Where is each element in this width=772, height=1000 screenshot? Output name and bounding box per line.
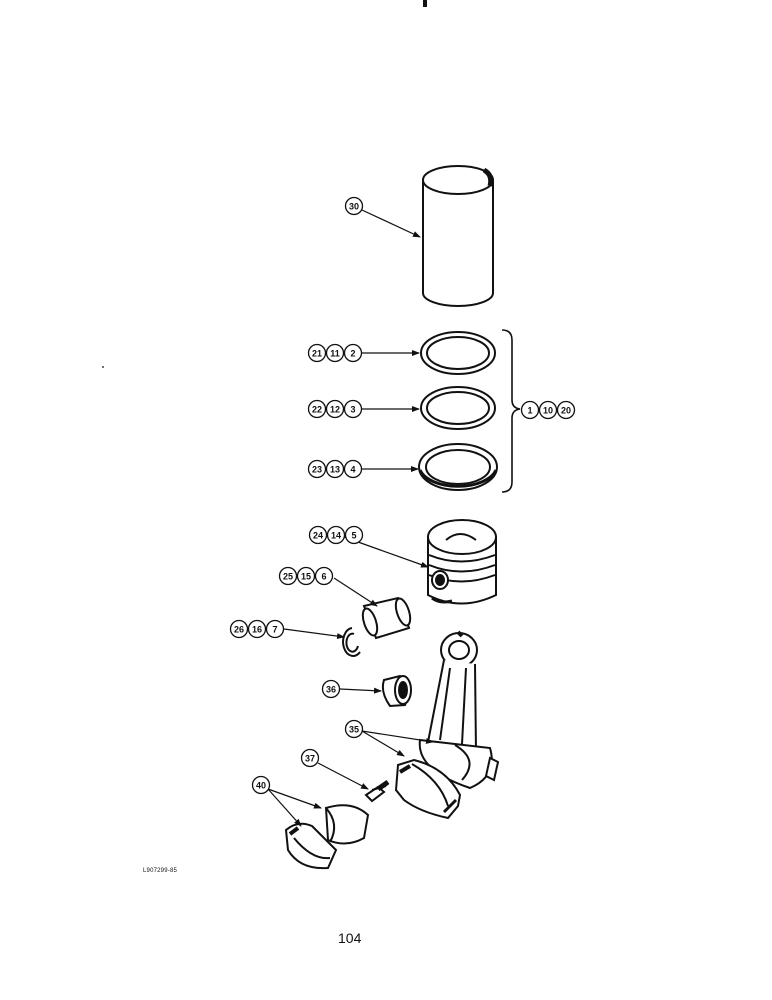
callout-group-ring-top: 21 11 2 xyxy=(307,343,363,363)
scan-mark xyxy=(423,0,427,7)
svg-text:36: 36 xyxy=(326,685,336,695)
piston xyxy=(427,519,497,605)
svg-text:25: 25 xyxy=(283,572,293,582)
svg-text:26: 26 xyxy=(234,625,244,635)
piston-ring-middle xyxy=(420,386,496,430)
svg-text:10: 10 xyxy=(543,406,553,416)
svg-text:11: 11 xyxy=(330,349,340,359)
svg-text:23: 23 xyxy=(312,465,322,475)
callout-40: 40 xyxy=(251,775,271,795)
piston-ring-bottom xyxy=(418,443,498,491)
page-number: 104 xyxy=(338,930,362,946)
svg-text:15: 15 xyxy=(301,572,311,582)
svg-text:21: 21 xyxy=(312,349,322,359)
callout-group-piston-pin: 25 15 6 xyxy=(278,566,334,586)
callout-group-ring-set: 1 10 20 xyxy=(520,400,576,420)
svg-text:16: 16 xyxy=(252,625,262,635)
svg-text:35: 35 xyxy=(349,725,359,735)
figure-code: L907299-85 xyxy=(143,868,178,874)
svg-text:14: 14 xyxy=(331,531,341,541)
callouts: 30 21 11 2 22 12 3 23 13 4 1 10 20 24 14… xyxy=(229,196,576,795)
svg-text:7: 7 xyxy=(272,625,277,635)
piston-ring-top xyxy=(420,331,496,375)
svg-text:20: 20 xyxy=(561,406,571,416)
svg-text:40: 40 xyxy=(256,781,266,791)
snap-ring xyxy=(342,627,361,657)
piston-pin xyxy=(361,596,412,640)
bearing-shell-upper xyxy=(324,804,370,845)
rod-cap xyxy=(394,758,462,820)
svg-text:5: 5 xyxy=(351,531,356,541)
cylinder-sleeve xyxy=(422,165,494,307)
pin-bushing xyxy=(381,674,412,708)
svg-text:1: 1 xyxy=(527,406,532,416)
callout-group-ring-middle: 22 12 3 xyxy=(307,399,363,419)
svg-text:4: 4 xyxy=(350,465,355,475)
ring-set-bracket xyxy=(501,329,521,493)
scan-dot xyxy=(102,366,104,368)
svg-text:3: 3 xyxy=(350,405,355,415)
connecting-rod xyxy=(418,630,500,790)
svg-text:2: 2 xyxy=(350,349,355,359)
svg-text:24: 24 xyxy=(313,531,323,541)
callout-37: 37 xyxy=(300,748,320,768)
svg-text:22: 22 xyxy=(312,405,322,415)
svg-text:6: 6 xyxy=(321,572,326,582)
callout-group-snap-ring: 26 16 7 xyxy=(229,619,285,639)
callout-group-piston: 24 14 5 xyxy=(308,525,364,545)
callout-30: 30 xyxy=(344,196,364,216)
svg-text:12: 12 xyxy=(330,405,340,415)
svg-text:13: 13 xyxy=(330,465,340,475)
callout-group-ring-bottom: 23 13 4 xyxy=(307,459,363,479)
svg-text:37: 37 xyxy=(305,754,315,764)
rod-bolt xyxy=(364,779,390,803)
callout-35: 35 xyxy=(344,719,364,739)
svg-text:30: 30 xyxy=(349,202,359,212)
callout-36: 36 xyxy=(321,679,341,699)
